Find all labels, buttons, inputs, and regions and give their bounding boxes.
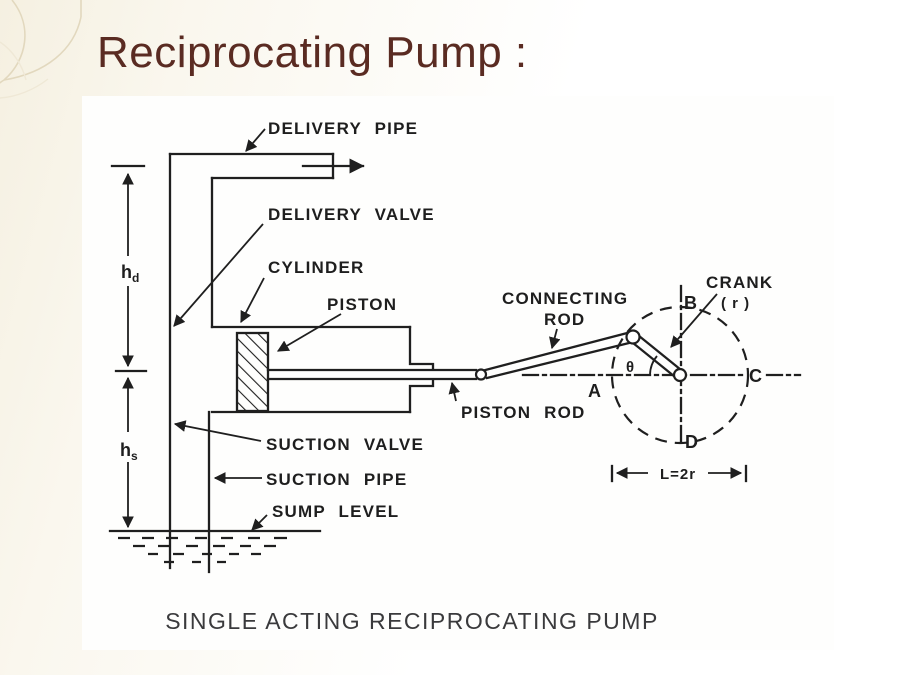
connecting-rod-label-line2: ROD [544, 310, 585, 329]
crankshaft-center-pin [672, 367, 688, 383]
theta-label: θ [626, 359, 635, 376]
leaf-faint-arc-1 [0, 41, 27, 81]
leaf-tail-line [0, 79, 5, 84]
delivery-head-sub: d [132, 271, 139, 285]
piston-label: PISTON [327, 295, 397, 314]
sump-level-label: SUMP LEVEL [272, 502, 399, 521]
crank-pin [625, 329, 641, 345]
figure-backdrop [82, 96, 834, 650]
crosshead-pin [474, 368, 488, 381]
delivery-pipe-label: DELIVERY PIPE [268, 119, 418, 138]
label-leaders [173, 128, 718, 531]
connecting-rod-bottom-line [485, 340, 635, 380]
crank-arm-right-line [634, 331, 685, 374]
point-c-label: C [749, 366, 762, 386]
piston-leader [276, 313, 342, 352]
corner-leaf-decoration [0, 0, 82, 99]
suction-head-sub: s [131, 449, 138, 463]
crank-leader [670, 293, 718, 348]
head-dimension-column [110, 164, 148, 529]
sump-level-leader [251, 514, 268, 531]
crank-label: CRANK [706, 273, 773, 292]
piston-rod-leader [448, 381, 460, 402]
leaf-faint-group [0, 41, 49, 99]
piston-hatched-body [235, 331, 270, 413]
leaf-outline-group [0, 0, 82, 84]
cylinder-label: CYLINDER [268, 258, 365, 277]
leaf-outer-arc [3, 16, 82, 81]
leaf-inner-arc [3, 0, 26, 81]
sump [108, 529, 322, 564]
figure-caption: SINGLE ACTING RECIPROCATING PUMP [165, 608, 659, 634]
water-dashes [118, 536, 287, 564]
point-a-label: A [588, 381, 601, 401]
delivery-valve-label: DELIVERY VALVE [268, 205, 435, 224]
piston-rod-lines [266, 368, 478, 381]
stroke-length-label: L=2r [660, 466, 696, 483]
cylinder-gland-lower [408, 379, 435, 414]
connecting-rod-top-line [484, 331, 631, 372]
piston-rod-label: PISTON ROD [461, 403, 585, 422]
cylinder-gland-upper [408, 325, 435, 371]
connecting-rod-label-line1: CONNECTING [502, 289, 628, 308]
stroke-length-dimension [610, 464, 748, 483]
suction-head-label: hs [120, 440, 138, 463]
suction-valve-label: SUCTION VALVE [266, 435, 424, 454]
crank-radius-label: ( r ) [721, 295, 750, 312]
delivery-pipe-leader [245, 128, 266, 152]
point-d-label: D [685, 432, 698, 452]
theta-angle-arc [649, 355, 658, 376]
crank-path-circle [610, 305, 750, 445]
crank-mechanism [474, 284, 802, 445]
slide-title: Reciprocating Pump : [97, 28, 528, 77]
cylinder-leader [240, 277, 265, 324]
suction-head-base: h [120, 440, 131, 460]
leaf-faint-arc-2 [0, 78, 49, 99]
connecting-rod-leader [549, 328, 561, 350]
delivery-valve-leader [173, 223, 264, 327]
delivery-head-base: h [121, 262, 132, 282]
suction-pipe-label: SUCTION PIPE [266, 470, 407, 489]
delivery-head-label: hd [121, 262, 139, 285]
pump-body-lines [168, 152, 435, 574]
point-b-label: B [684, 293, 697, 313]
suction-valve-leader [173, 420, 262, 442]
